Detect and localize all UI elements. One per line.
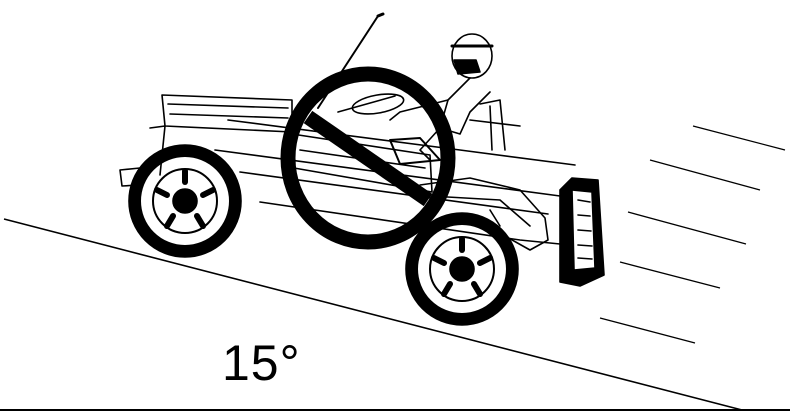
rear-tire-icon bbox=[128, 144, 242, 258]
atv-with-rider-icon bbox=[119, 12, 605, 326]
prohibition-sign-icon bbox=[280, 66, 456, 250]
front-tire-icon bbox=[405, 212, 519, 326]
slope-line bbox=[3, 218, 743, 411]
slope-angle-label: 15° bbox=[222, 335, 301, 391]
motion-lines bbox=[599, 125, 786, 344]
